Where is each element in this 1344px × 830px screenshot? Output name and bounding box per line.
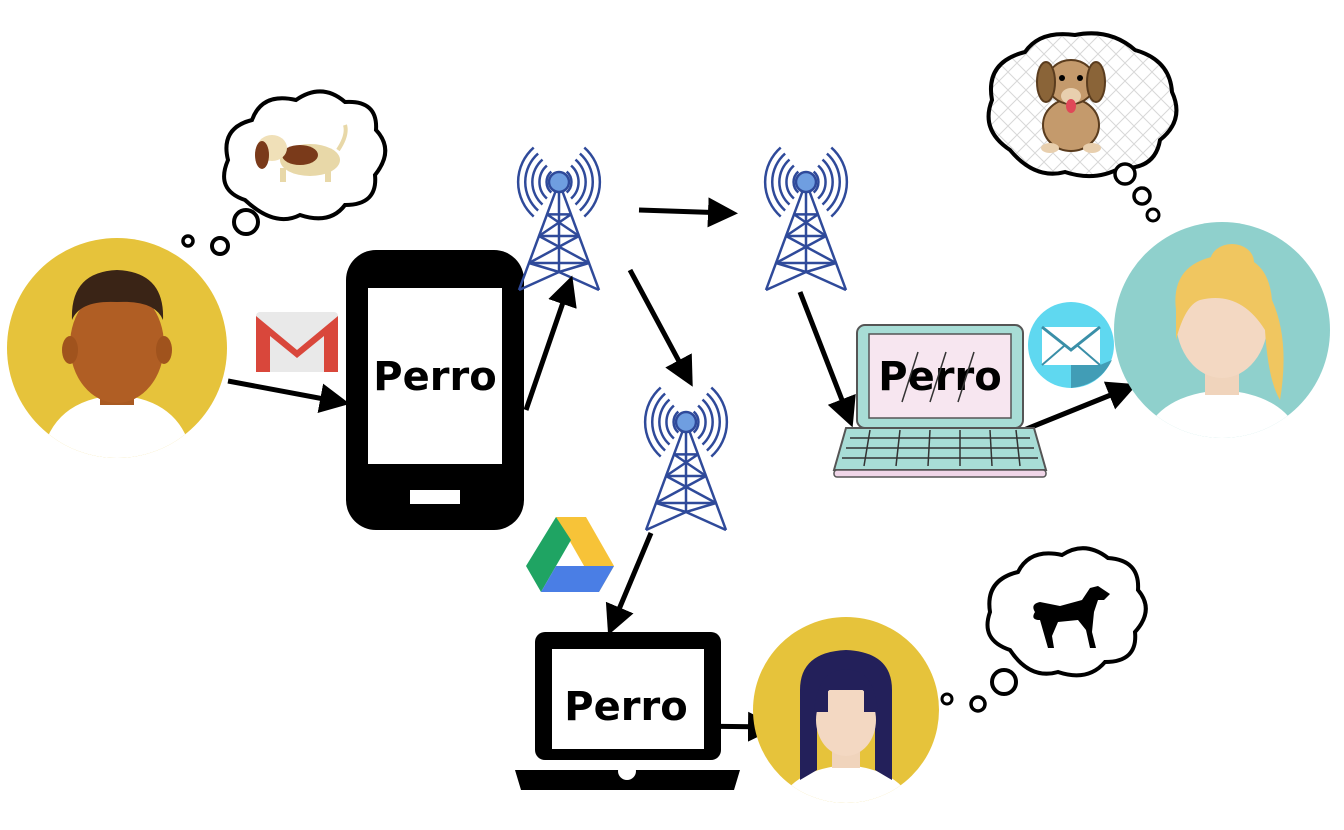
arrow-tower-3-to-drive-laptop <box>605 532 654 636</box>
arrow-tower-1-to-tower-2 <box>638 197 738 228</box>
drive-laptop-screen-word: Perro <box>564 684 687 730</box>
arrow-tower-2-to-laptop <box>797 291 856 428</box>
phone-screen-word: Perro <box>373 354 496 400</box>
envelope-icon <box>1028 302 1114 388</box>
receiver-avatar <box>1114 222 1330 438</box>
puppy-dog-icon <box>1036 59 1106 153</box>
drive-user-avatar <box>753 617 939 803</box>
drive-user-thought-bubble <box>940 546 1148 713</box>
sender-phone: Perro <box>346 250 524 530</box>
arrow-phone-to-tower-1 <box>523 275 577 411</box>
receiver-laptop: Perro <box>832 324 1048 478</box>
tower-2-icon <box>763 146 849 292</box>
gmail-icon <box>256 312 338 372</box>
receiver-thought-bubble <box>986 31 1179 223</box>
beagle-dog-icon <box>255 124 348 182</box>
tower-3-icon <box>643 386 729 532</box>
drive-laptop: Perro <box>515 632 740 790</box>
tower-1-icon <box>516 146 602 292</box>
google-drive-icon <box>526 517 614 592</box>
dog-silhouette-icon <box>1033 586 1110 648</box>
arrow-laptop-to-receiver <box>1023 381 1138 433</box>
sender-avatar <box>7 238 227 458</box>
arrow-tower-1-to-tower-3 <box>627 268 693 387</box>
arrow-sender-to-phone <box>227 378 350 414</box>
sender-thought-bubble <box>181 89 388 256</box>
laptop-screen-word: Perro <box>878 354 1001 400</box>
